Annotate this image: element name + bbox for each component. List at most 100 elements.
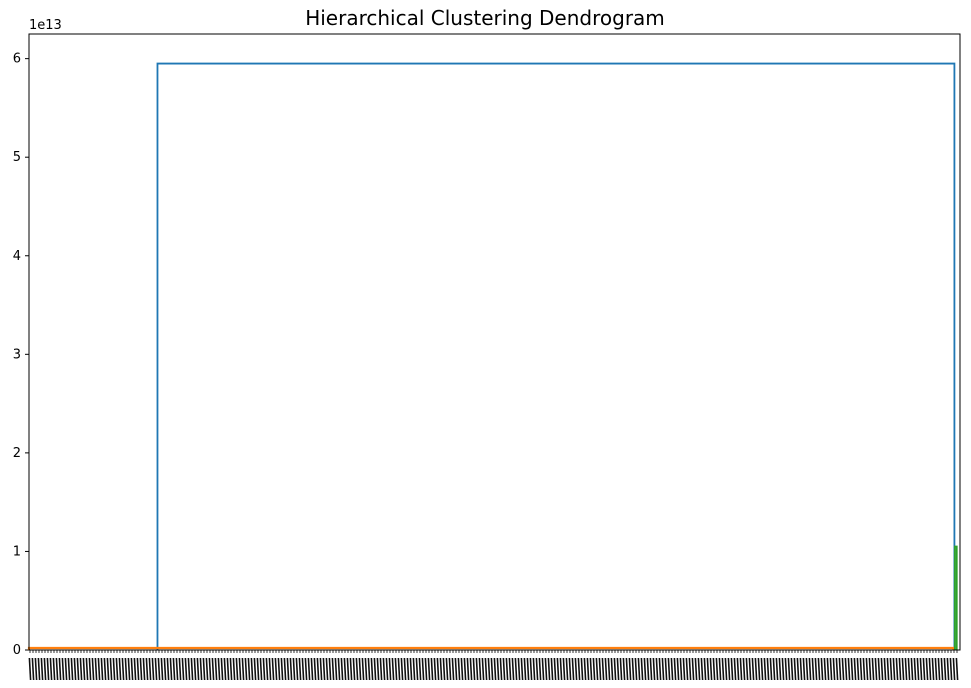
x-leaf-label-mark [445,657,449,681]
x-leaf-label-mark [679,657,683,681]
x-leaf-label-mark [133,657,137,681]
x-leaf-label-mark [481,657,485,681]
x-leaf-label-mark [103,657,107,681]
x-leaf-label-mark [820,657,824,681]
x-leaf-label-mark [667,657,671,681]
x-leaf-label-mark [28,657,32,681]
x-leaf-label-mark [475,657,479,681]
x-leaf-label-mark [256,657,260,681]
x-leaf-label-mark [397,657,401,681]
x-leaf-label-mark [724,657,728,681]
x-leaf-label-mark [583,657,587,681]
x-leaf-label-mark [202,657,206,681]
x-leaf-label-mark [523,657,527,681]
x-leaf-label-mark [40,657,44,681]
x-leaf-label-mark [340,657,344,681]
x-leaf-label-mark [361,657,365,681]
x-leaf-label-mark [490,657,494,681]
x-leaf-label-mark [43,657,47,681]
x-leaf-label-mark [598,657,602,681]
x-leaf-label-mark [547,657,551,681]
x-leaf-label-mark [814,657,818,681]
x-leaf-label-mark [484,657,488,681]
x-leaf-label-mark [580,657,584,681]
x-leaf-label-mark [343,657,347,681]
x-leaf-label-mark [880,657,884,681]
x-leaf-label-mark [391,657,395,681]
x-leaf-label-mark [142,657,146,681]
x-leaf-label-mark [892,657,896,681]
x-leaf-label-mark [61,657,65,681]
x-leaf-label-mark [190,657,194,681]
x-leaf-label-mark [706,657,710,681]
x-leaf-label-mark [631,657,635,681]
x-leaf-label-mark [127,657,131,681]
x-leaf-label-mark [907,657,911,681]
x-leaf-label-mark [313,657,317,681]
x-leaf-label-mark [643,657,647,681]
x-leaf-label-mark [76,657,80,681]
x-leaf-label-mark [832,657,836,681]
x-leaf-label-mark [232,657,236,681]
x-leaf-label-mark [649,657,653,681]
x-leaf-label-mark [457,657,461,681]
x-leaf-label-mark [238,657,242,681]
x-leaf-label-mark [835,657,839,681]
x-leaf-label-mark [607,657,611,681]
x-leaf-label-mark [415,657,419,681]
x-leaf-label-mark [217,657,221,681]
x-leaf-label-mark [586,657,590,681]
x-leaf-label-mark [283,657,287,681]
x-leaf-label-mark [571,657,575,681]
x-leaf-label-mark [637,657,641,681]
x-leaf-label-mark [478,657,482,681]
x-leaf-label-mark [154,657,158,681]
x-leaf-label-mark [829,657,833,681]
x-leaf-label-mark [670,657,674,681]
x-leaf-label-mark [352,657,356,681]
x-leaf-label-mark [274,657,278,681]
x-leaf-label-mark [805,657,809,681]
x-leaf-label-mark [358,657,362,681]
x-leaf-label-mark [625,657,629,681]
x-leaf-label-mark [31,657,35,681]
x-leaf-label-mark [595,657,599,681]
x-leaf-label-mark [382,657,386,681]
dendrogram-link-green-cluster [953,545,958,650]
x-leaf-label-mark [301,657,305,681]
x-leaf-label-mark [541,657,545,681]
x-leaf-label-mark [88,657,92,681]
x-leaf-label-mark [286,657,290,681]
x-axis-leaf-ticks [28,650,959,681]
x-leaf-label-mark [745,657,749,681]
x-leaf-label-mark [310,657,314,681]
x-leaf-label-mark [226,657,230,681]
x-leaf-label-mark [940,657,944,681]
dendrogram-links [27,62,958,650]
x-leaf-label-mark [763,657,767,681]
x-leaf-label-mark [895,657,899,681]
x-leaf-label-mark [838,657,842,681]
x-leaf-label-mark [727,657,731,681]
x-leaf-label-mark [733,657,737,681]
x-leaf-label-mark [664,657,668,681]
x-leaf-label-mark [334,657,338,681]
x-leaf-label-mark [316,657,320,681]
x-leaf-label-mark [847,657,851,681]
x-leaf-label-mark [766,657,770,681]
x-leaf-label-mark [448,657,452,681]
x-leaf-label-mark [148,657,152,681]
x-leaf-label-mark [544,657,548,681]
x-leaf-label-mark [220,657,224,681]
x-leaf-label-mark [79,657,83,681]
x-leaf-label-mark [712,657,716,681]
x-leaf-label-mark [145,657,149,681]
x-leaf-label-mark [346,657,350,681]
x-leaf-label-mark [451,657,455,681]
x-leaf-label-mark [193,657,197,681]
x-leaf-label-mark [67,657,71,681]
x-leaf-label-mark [556,657,560,681]
x-leaf-label-mark [394,657,398,681]
x-leaf-label-mark [247,657,251,681]
y-tick-label: 1 [13,544,21,559]
